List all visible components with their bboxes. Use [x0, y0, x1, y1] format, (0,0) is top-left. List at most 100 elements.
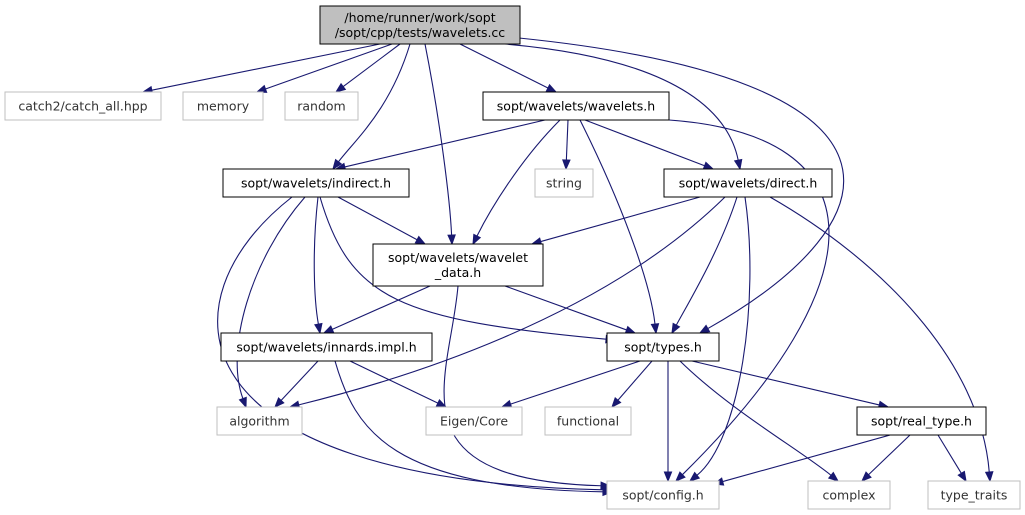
node-box — [4, 91, 162, 121]
edge-line — [236, 196, 306, 399]
arrowhead-icon — [334, 82, 347, 93]
edge-line — [424, 43, 453, 236]
node-innards-h[interactable]: sopt/wavelets/innards.impl.h — [220, 332, 433, 362]
edge-wavelets_h-to-string — [562, 119, 571, 171]
arrowhead-icon — [827, 471, 840, 482]
node-box — [284, 91, 359, 121]
arrowhead-icon — [650, 323, 660, 335]
edge-root-to-wavelets_h — [459, 43, 558, 93]
arrowhead-icon — [332, 158, 343, 171]
node-label: sopt/wavelets/indirect.h — [241, 176, 391, 191]
edge-types_h-to-eigen_core — [500, 360, 641, 409]
edge-wavelets_h-to-direct_h — [584, 119, 715, 170]
edge-line — [691, 360, 880, 406]
edge-line — [334, 360, 604, 493]
edge-wavelets_h-to-types_h — [579, 119, 660, 335]
arrowhead-icon — [255, 84, 268, 93]
edge-line — [504, 285, 627, 331]
node-box — [372, 243, 544, 287]
node-wavelet-data-h[interactable]: sopt/wavelets/wavelet_data.h — [372, 243, 544, 287]
node-functional: functional — [544, 406, 632, 436]
node-types-h[interactable]: sopt/types.h — [606, 332, 720, 362]
arrowhead-icon — [562, 159, 571, 171]
edge-root-to-indirect_h — [332, 43, 411, 171]
edge-line — [518, 37, 845, 330]
arrowhead-icon — [663, 471, 673, 483]
node-complex: complex — [807, 480, 891, 510]
edge-line — [342, 43, 401, 88]
arrowhead-icon — [702, 161, 715, 170]
arrowhead-icon — [861, 471, 872, 482]
edge-line — [476, 119, 561, 237]
edge-direct_h-to-config_h — [688, 196, 751, 482]
arrowhead-icon — [611, 396, 622, 409]
arrowhead-icon — [984, 471, 994, 483]
edge-line — [313, 196, 319, 325]
arrowhead-icon — [600, 481, 612, 491]
node-label: string — [546, 176, 582, 191]
node-algorithm: algorithm — [216, 406, 303, 436]
edge-types_h-to-config_h — [663, 361, 673, 483]
node-label: random — [297, 99, 345, 114]
edge-wavelet_data_h-to-innards_h — [322, 285, 431, 334]
edge-line — [265, 43, 393, 90]
arrowhead-icon — [238, 396, 247, 409]
edge-direct_h-to-algorithm — [288, 196, 726, 409]
edge-real_type_h-to-complex — [861, 434, 911, 482]
node-box — [319, 5, 521, 45]
node-box — [606, 480, 720, 510]
edge-direct_h-to-wavelet_data_h — [530, 196, 701, 246]
node-box — [807, 480, 891, 510]
edge-wavelets_h-to-wavelet_data_h — [472, 119, 561, 246]
arrowhead-icon — [447, 234, 456, 246]
node-label: catch2/catch_all.hpp — [18, 99, 147, 114]
node-label: functional — [557, 414, 619, 429]
arrowhead-icon — [688, 471, 701, 482]
node-label: _data.h — [434, 265, 481, 280]
edge-line — [459, 43, 549, 89]
edge-root-to-types_h — [518, 37, 845, 334]
edge-innards_h-to-eigen_core — [349, 360, 448, 408]
node-string: string — [534, 168, 594, 198]
arrowhead-icon — [545, 83, 558, 93]
node-box — [927, 480, 1021, 510]
node-type-traits: type_traits — [927, 480, 1021, 510]
edge-line — [298, 196, 726, 406]
arrowhead-icon — [624, 325, 637, 334]
edge-root-to-direct_h — [504, 43, 743, 171]
edge-line — [937, 434, 962, 474]
arrowhead-icon — [675, 471, 686, 482]
edge-line — [344, 119, 546, 168]
edge-line — [696, 196, 751, 476]
arrowhead-icon — [698, 324, 711, 334]
arrowhead-icon — [733, 158, 743, 171]
node-box — [856, 406, 987, 436]
node-layer: /home/runner/work/sopt/sopt/cpp/tests/wa… — [4, 5, 1021, 510]
node-indirect-h[interactable]: sopt/wavelets/indirect.h — [222, 168, 410, 198]
edge-line — [675, 196, 738, 326]
node-box — [222, 168, 410, 198]
edge-types_h-to-complex — [679, 360, 840, 482]
edge-line — [217, 196, 604, 491]
edge-indirect_h-to-innards_h — [313, 196, 323, 335]
node-config-h: sopt/config.h — [606, 480, 720, 510]
arrowhead-icon — [274, 397, 285, 408]
node-label: sopt/types.h — [624, 340, 702, 355]
arrowhead-icon — [322, 325, 335, 334]
edge-line — [443, 285, 602, 487]
node-real-type-h[interactable]: sopt/real_type.h — [856, 406, 987, 436]
edge-line — [510, 360, 641, 405]
node-wavelets-h[interactable]: sopt/wavelets/wavelets.h — [482, 91, 670, 121]
edge-line — [565, 119, 569, 161]
node-random: random — [284, 91, 359, 121]
node-box — [606, 332, 720, 362]
node-label: memory — [197, 99, 250, 114]
node-direct-h[interactable]: sopt/wavelets/direct.h — [663, 168, 833, 198]
edge-root-to-wavelet_data_h — [424, 43, 456, 246]
edge-root-to-random — [334, 43, 401, 93]
node-root[interactable]: /home/runner/work/sopt/sopt/cpp/tests/wa… — [319, 5, 521, 45]
node-memory: memory — [182, 91, 264, 121]
node-label: /sopt/cpp/tests/wavelets.cc — [335, 25, 505, 40]
node-label: sopt/wavelets/direct.h — [679, 176, 818, 191]
